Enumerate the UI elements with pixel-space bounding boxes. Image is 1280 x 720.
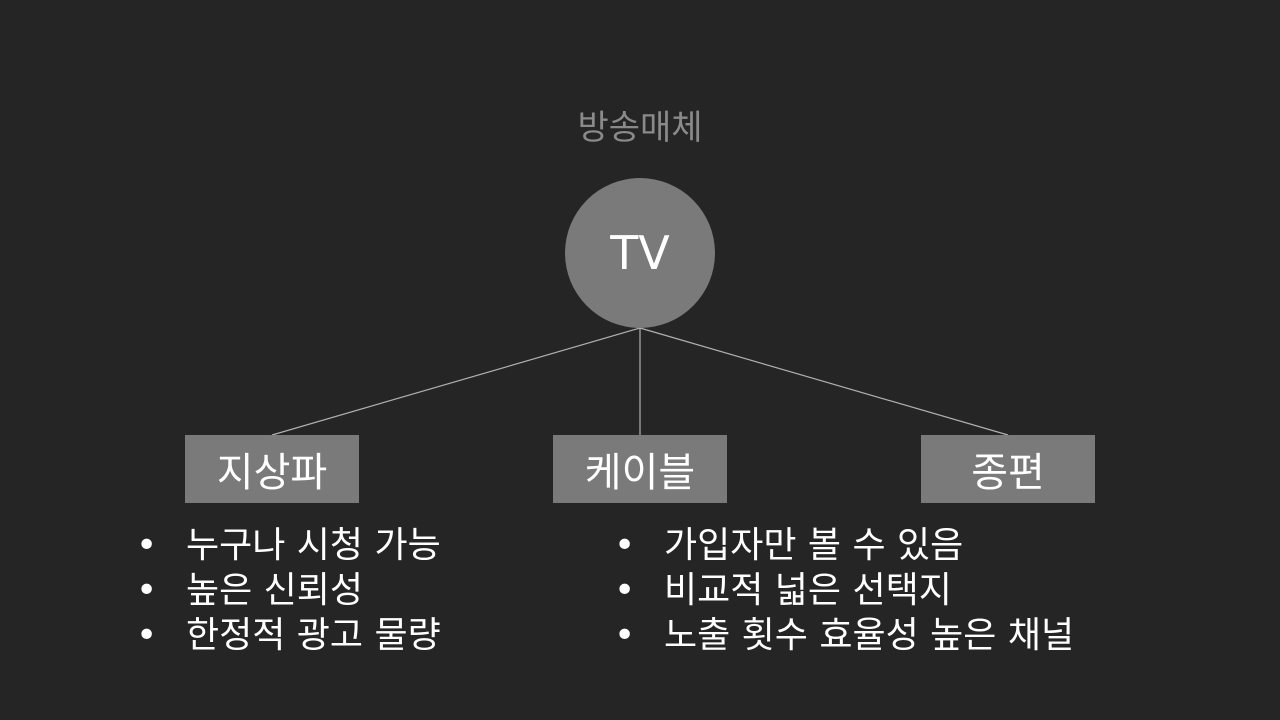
node-general-programming: 종편 [921,435,1095,503]
node-cable: 케이블 [553,435,727,503]
bullet-icon: • [614,525,636,566]
list-item: • 가입자만 볼 수 있음 [614,523,1074,568]
list-item-text: 누구나 시청 가능 [186,525,441,566]
list-item: • 노출 횟수 효율성 높은 채널 [614,613,1074,658]
bullet-list-left: • 누구나 시청 가능 • 높은 신뢰성 • 한정적 광고 물량 [136,523,441,658]
connector-line-right [639,327,1009,436]
bullet-icon: • [136,615,158,656]
node-label: 케이블 [584,450,696,496]
bullet-icon: • [136,525,158,566]
node-label: 종편 [971,450,1045,496]
list-item-text: 높은 신뢰성 [186,570,364,611]
bullet-list-right: • 가입자만 볼 수 있음 • 비교적 넓은 선택지 • 노출 횟수 효율성 높… [614,523,1074,658]
bullet-icon: • [136,570,158,611]
connector-line-left [271,327,641,436]
node-label: 지상파 [216,450,328,496]
list-item: • 비교적 넓은 선택지 [614,568,1074,613]
diagram-title: 방송매체 [577,108,703,148]
list-item: • 누구나 시청 가능 [136,523,441,568]
root-node-label: TV [610,226,670,280]
bullet-icon: • [614,615,636,656]
bullet-icon: • [614,570,636,611]
node-terrestrial: 지상파 [185,435,359,503]
list-item-text: 비교적 넓은 선택지 [664,570,952,611]
list-item: • 한정적 광고 물량 [136,613,441,658]
list-item-text: 한정적 광고 물량 [186,615,441,656]
list-item: • 높은 신뢰성 [136,568,441,613]
root-node-tv: TV [565,178,715,328]
list-item-text: 가입자만 볼 수 있음 [664,525,964,566]
list-item-text: 노출 횟수 효율성 높은 채널 [664,615,1075,656]
